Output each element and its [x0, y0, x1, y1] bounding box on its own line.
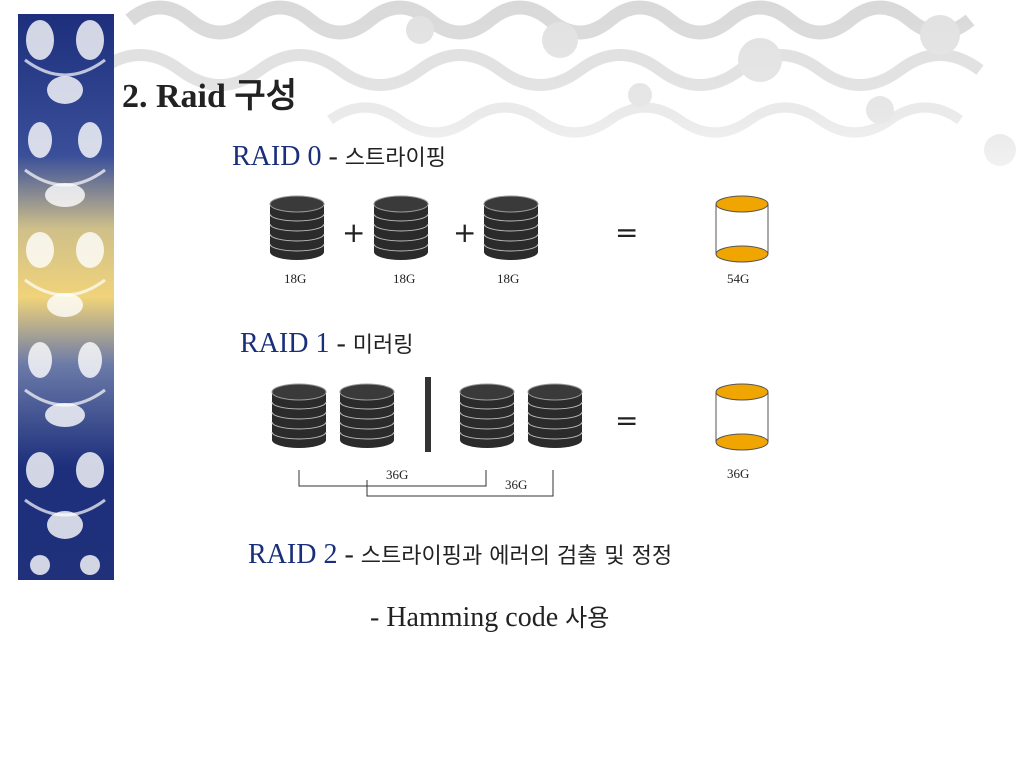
- hamming-prefix: - Hamming code: [370, 602, 566, 633]
- raid0-equals: =: [615, 216, 639, 249]
- raid1-bracket-1: [298, 470, 487, 487]
- raid1-group-2-size: 36G: [505, 477, 528, 492]
- raid1-disk-1: [271, 383, 327, 449]
- raid0-heading: RAID 0 - 스트라이핑: [232, 140, 446, 173]
- raid0-disk-3: [483, 195, 539, 261]
- raid1-bracket-2: [366, 470, 554, 497]
- raid1-result-disk: [715, 383, 769, 451]
- raid1-disk-3: [459, 383, 515, 449]
- raid0-result-disk: [715, 195, 769, 263]
- raid0-disk-2: [373, 195, 429, 261]
- raid0-desc: 스트라이핑: [344, 146, 446, 171]
- raid0-dash: -: [321, 141, 345, 172]
- raid1-desc: 미러링: [352, 333, 414, 358]
- raid1-result-size: 36G: [727, 466, 750, 481]
- raid2-desc: 스트라이핑과 에러의 검출 및 정정: [360, 544, 673, 569]
- hamming-suffix: 사용: [565, 604, 610, 632]
- raid0-disk-1: [269, 195, 325, 261]
- raid1-equals: =: [615, 404, 639, 437]
- raid2-label: RAID 2: [248, 539, 338, 570]
- raid0-plus-1: +: [342, 216, 366, 249]
- raid1-disk-2: [339, 383, 395, 449]
- raid0-label: RAID 0: [232, 141, 322, 172]
- raid2-heading: RAID 2 - 스트라이핑과 에러의 검출 및 정정: [248, 538, 672, 571]
- raid0-disk-1-size: 18G: [284, 271, 307, 286]
- raid1-disk-4: [527, 383, 583, 449]
- raid1-heading: RAID 1 - 미러링: [240, 327, 414, 360]
- hamming-note: - Hamming code 사용: [370, 598, 609, 634]
- slide-title: 2. Raid 구성: [122, 78, 297, 115]
- mirror-divider: [425, 377, 431, 452]
- raid0-disk-3-size: 18G: [497, 271, 520, 286]
- raid0-plus-2: +: [453, 216, 477, 249]
- raid1-dash: -: [329, 328, 353, 359]
- raid2-dash: -: [337, 539, 361, 570]
- raid1-group-1-size: 36G: [386, 467, 409, 482]
- raid1-label: RAID 1: [240, 328, 330, 359]
- raid0-disk-2-size: 18G: [393, 271, 416, 286]
- raid0-result-size: 54G: [727, 271, 750, 286]
